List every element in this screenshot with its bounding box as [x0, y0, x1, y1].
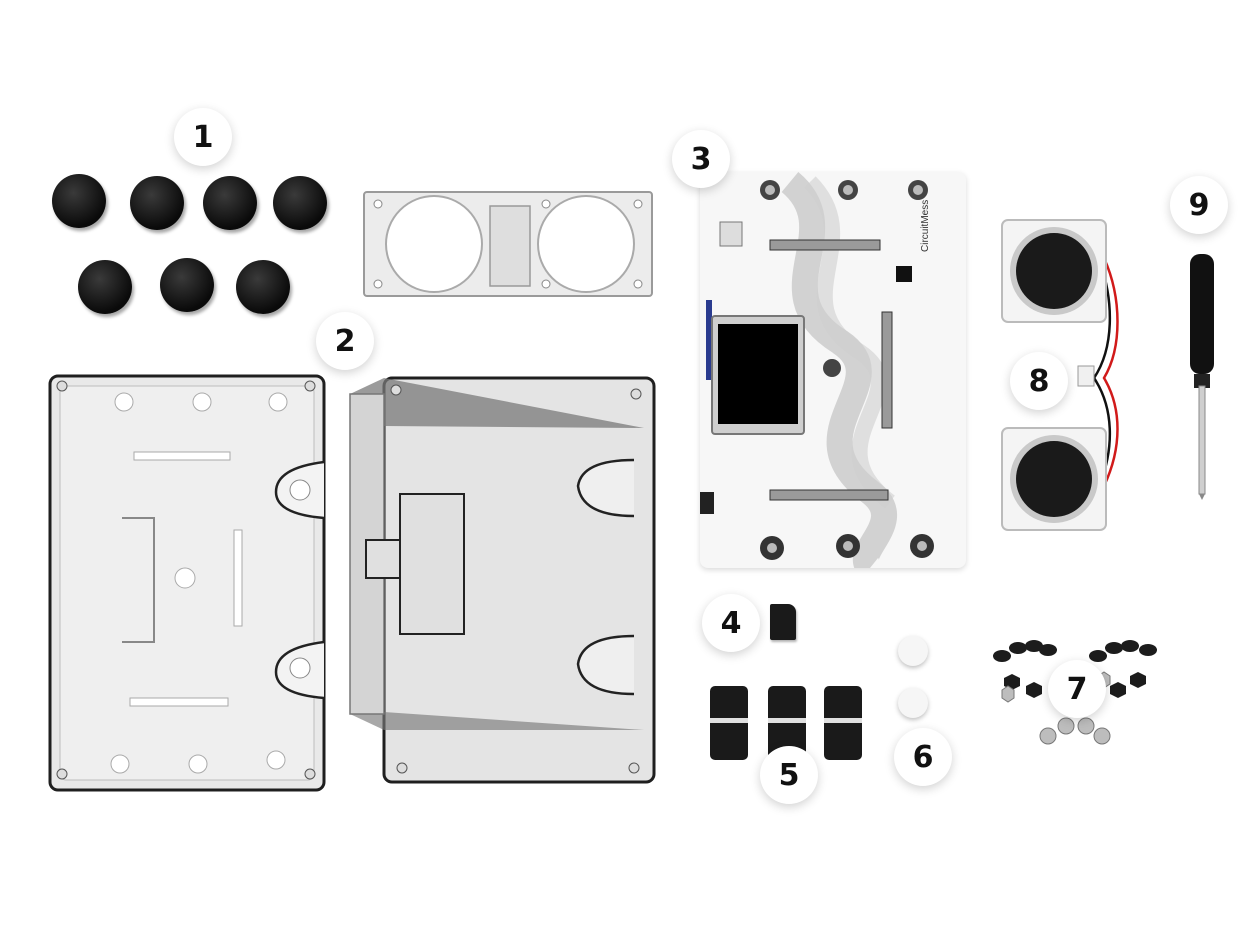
microsd-card — [770, 604, 796, 640]
callout-9: 9 — [1170, 176, 1228, 234]
callout-2: 2 — [316, 312, 374, 370]
screwdriver — [1190, 254, 1214, 500]
case-top-plate — [349, 376, 656, 784]
knob-cap — [273, 176, 327, 230]
callout-5: 5 — [760, 746, 818, 804]
button-cap — [898, 636, 928, 666]
board-art — [700, 172, 934, 568]
case-bottom-plate — [48, 374, 326, 792]
board-brand-label: CircuitMess — [920, 199, 931, 252]
callout-7: 7 — [1048, 660, 1106, 718]
callout-3: 3 — [672, 130, 730, 188]
callout-8: 8 — [1010, 352, 1068, 410]
slider-cap — [824, 686, 862, 760]
knob-cap — [160, 258, 214, 312]
speaker-bracket — [363, 191, 653, 297]
knob-cap — [203, 176, 257, 230]
speakers-with-wires — [1001, 219, 1119, 531]
slider-cap — [768, 686, 806, 760]
screws-and-nuts — [993, 640, 1157, 745]
circuit-board: CircuitMess — [700, 172, 966, 568]
knob-cap — [236, 260, 290, 314]
callout-6: 6 — [894, 728, 952, 786]
callout-4: 4 — [702, 594, 760, 652]
knob-cap — [130, 176, 184, 230]
knob-cap — [78, 260, 132, 314]
slider-cap — [710, 686, 748, 760]
button-cap — [898, 688, 928, 718]
callout-1: 1 — [174, 108, 232, 166]
knob-cap — [52, 174, 106, 228]
